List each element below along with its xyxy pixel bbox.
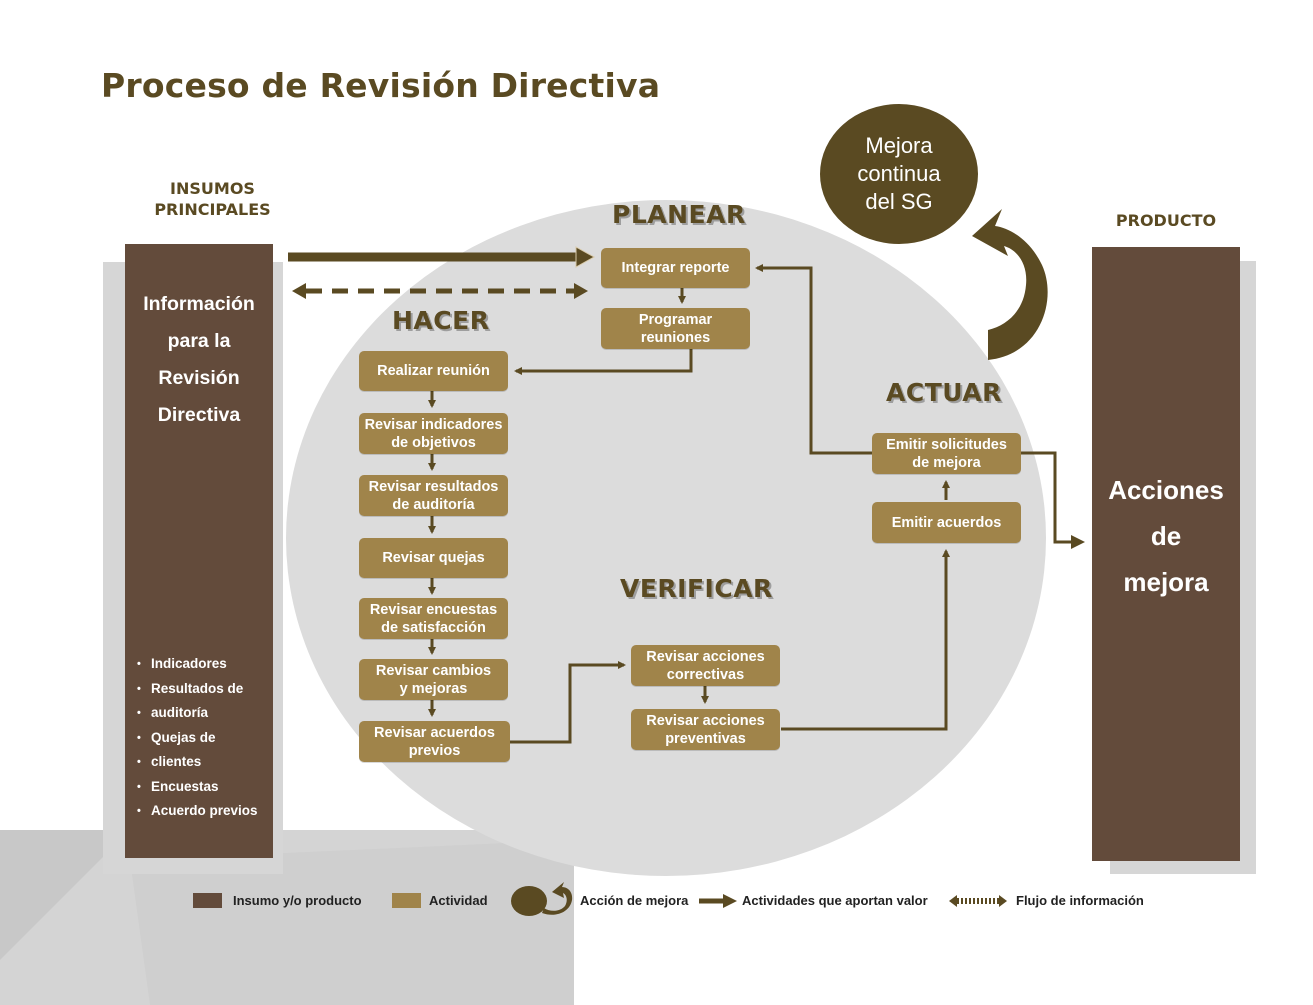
input-bar: Información para la Revisión Directiva I… — [125, 244, 273, 858]
legend-actividad-swatch — [392, 893, 421, 908]
legend-value-arrow-icon — [699, 894, 737, 908]
legend-insumo-swatch — [193, 893, 222, 908]
mejora-continua-circle: Mejora continua del SG — [820, 104, 978, 244]
list-item: Resultados de — [137, 677, 258, 702]
phase-planear: PLANEAR — [612, 200, 746, 229]
input-value-arrow — [288, 246, 596, 268]
insumos-header: INSUMOS PRINCIPALES — [154, 179, 271, 219]
legend-valor-label: Actividades que aportan valor — [742, 893, 928, 908]
list-item: auditoría — [137, 701, 258, 726]
product-bar: Acciones de mejora — [1092, 247, 1240, 861]
legend-insumo-label: Insumo y/o producto — [233, 893, 362, 908]
list-item: Quejas de — [137, 726, 258, 751]
legend-improvement-icon — [511, 882, 573, 916]
info-flow-arrow — [292, 283, 588, 299]
activity-realizar-reunion: Realizar reunión — [359, 351, 508, 391]
list-item: Encuestas — [137, 775, 258, 800]
activity-integrar-reporte: Integrar reporte — [601, 248, 750, 288]
improvement-curve-arrow — [972, 209, 1048, 360]
activity-emitir-acuerdos: Emitir acuerdos — [872, 502, 1021, 543]
list-item: Acuerdo previos — [137, 799, 258, 824]
list-item: clientes — [137, 750, 258, 775]
legend-accion-label: Acción de mejora — [580, 893, 689, 908]
product-bar-title: Acciones de mejora — [1108, 475, 1224, 597]
phase-verificar: VERIFICAR — [620, 574, 773, 603]
producto-header: PRODUCTO — [1115, 211, 1217, 230]
input-bullet-list: Indicadores Resultados de auditoría Quej… — [137, 652, 258, 824]
legend-info-flow-icon — [949, 895, 1007, 907]
page-title: Proceso de Revisión Directiva — [101, 66, 661, 105]
legend-flujo-label: Flujo de información — [1016, 893, 1144, 908]
activity-revisar-quejas: Revisar quejas — [359, 538, 508, 578]
input-bar-title: Información para la Revisión Directiva — [143, 293, 255, 426]
legend-actividad-label: Actividad — [429, 893, 488, 908]
phase-actuar: ACTUAR — [886, 378, 1002, 407]
list-item: Indicadores — [137, 652, 258, 677]
phase-hacer: HACER — [392, 306, 490, 335]
